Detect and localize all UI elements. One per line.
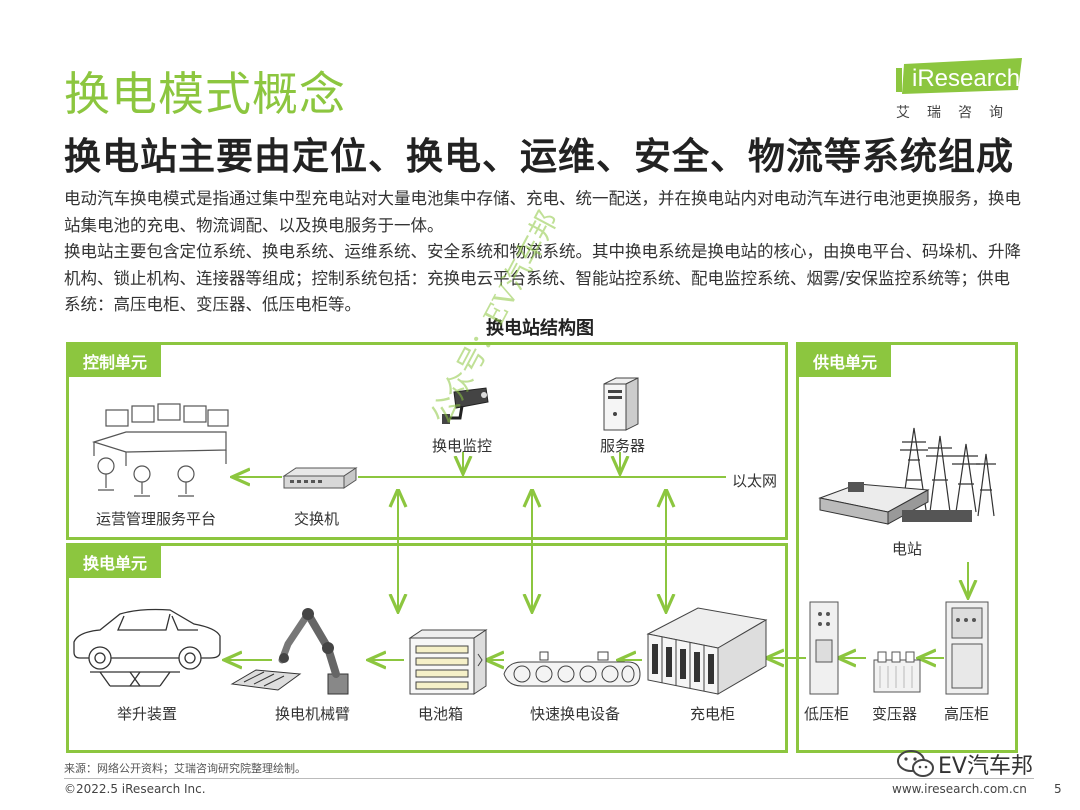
transformer-icon: [870, 650, 924, 694]
swap-unit-label: 换电单元: [69, 546, 162, 578]
camera-icon: [440, 386, 490, 428]
low-voltage-label: 低压柜: [804, 705, 850, 723]
switch-icon: [282, 466, 358, 492]
server-icon: [600, 376, 640, 432]
wechat-icon: [897, 750, 934, 777]
battery-box-label: 电池箱: [418, 705, 464, 723]
high-voltage-cabinet-icon: [944, 600, 990, 696]
page-number: 5: [1054, 782, 1062, 796]
website-link[interactable]: www.iresearch.com.cn: [892, 782, 1027, 796]
power-unit-label: 供电单元: [799, 345, 892, 377]
wechat-watermark: EV汽车邦: [896, 746, 1056, 782]
paragraph-2: 换电站主要包含定位系统、换电系统、运维系统、安全系统和物流系统。其中换电系统是换…: [64, 242, 1021, 314]
swap-unit-box: [66, 543, 788, 753]
control-unit-label: 控制单元: [69, 345, 162, 377]
charging-cabinet-illustration: [642, 604, 768, 696]
lift-device-illustration: [70, 602, 224, 694]
server-label: 服务器: [600, 437, 646, 455]
battery-box-illustration: [408, 628, 488, 696]
monitor-label: 换电监控: [432, 437, 493, 455]
control-unit-box: [66, 342, 788, 540]
low-voltage-cabinet-icon: [808, 600, 840, 696]
charging-cabinet-label: 充电柜: [690, 705, 736, 723]
ops-platform-label: 运营管理服务平台: [96, 510, 217, 528]
wechat-account-name: EV汽车邦: [938, 754, 1033, 779]
copyright: ©2022.5 iResearch Inc.: [64, 782, 206, 796]
ethernet-label: 以太网: [732, 472, 778, 490]
substation-illustration: [818, 420, 1002, 532]
ops-platform-illustration: [86, 392, 234, 500]
diagram-title: 换电站结构图: [486, 318, 594, 339]
page-title: 换电模式概念: [64, 67, 346, 121]
lift-device-label: 举升装置: [117, 705, 178, 723]
footer-divider: [64, 778, 1034, 779]
substation-label: 电站: [892, 540, 923, 558]
source-note: 来源：网络公开资料；艾瑞咨询研究院整理绘制。: [64, 762, 306, 775]
robot-arm-label: 换电机械臂: [275, 705, 351, 723]
logo-chinese-name: 艾瑞咨询: [896, 105, 1020, 121]
iresearch-logo: iResearch 艾瑞咨询: [888, 58, 1028, 122]
transformer-label: 变压器: [872, 705, 918, 723]
fast-swap-device-illustration: [502, 650, 642, 694]
robot-arm-illustration: [228, 604, 362, 696]
page-subtitle: 换电站主要由定位、换电、运维、安全、物流等系统组成: [64, 135, 1014, 178]
logo-wordmark: iResearch: [912, 65, 1020, 92]
iresearch-logo-mark: iResearch: [896, 58, 1022, 94]
switch-label: 交换机: [294, 510, 340, 528]
body-text: 电动汽车换电模式是指通过集中型充电站对大量电池集中存储、充电、统一配送，并在换电…: [64, 186, 1024, 319]
high-voltage-label: 高压柜: [944, 705, 990, 723]
fast-swap-label: 快速换电设备: [530, 705, 621, 723]
paragraph-1: 电动汽车换电模式是指通过集中型充电站对大量电池集中存储、充电、统一配送，并在换电…: [64, 189, 1021, 235]
